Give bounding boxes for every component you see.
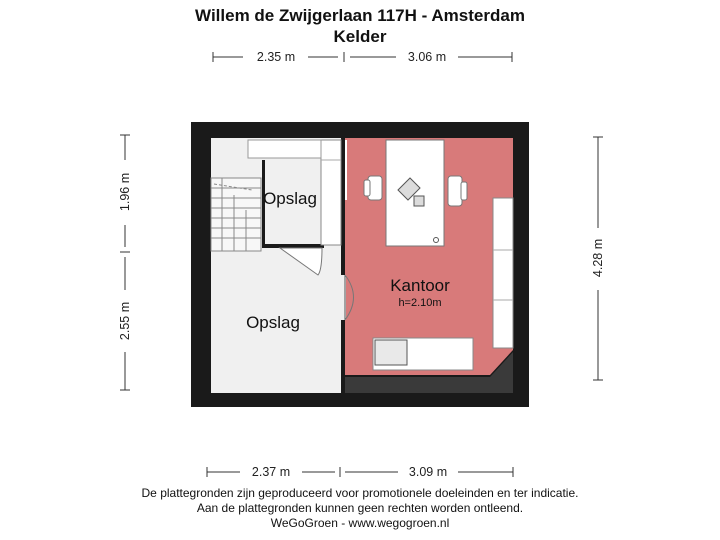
dimension-right bbox=[593, 136, 603, 381]
cable-hole-icon bbox=[433, 237, 439, 243]
storage-door-swing bbox=[278, 247, 323, 276]
company-footer: WeGoGroen - www.wegogroen.nl bbox=[270, 516, 450, 530]
dim-bottom-left: 2.37 m bbox=[252, 465, 290, 479]
room-height-label: h=2.10m bbox=[398, 297, 441, 309]
dim-right: 4.28 m bbox=[591, 239, 605, 277]
disclaimer-line-1: De plattegronden zijn geproduceerd voor … bbox=[141, 486, 579, 500]
computer-icon bbox=[397, 177, 425, 207]
office-bottom-wall bbox=[345, 352, 513, 393]
address-title: Willem de Zwijgerlaan 117H - Amsterdam bbox=[195, 6, 525, 25]
room-label-storage-large: Opslag bbox=[246, 313, 300, 332]
small-storage-wall-left bbox=[262, 160, 265, 246]
room-label-office: Kantoor bbox=[390, 276, 450, 295]
storage-shelf-top bbox=[247, 139, 322, 159]
dimension-bottom bbox=[206, 467, 514, 477]
dim-left-lower: 2.55 m bbox=[118, 302, 132, 340]
dim-top-left: 2.35 m bbox=[257, 50, 295, 64]
floor-title: Kelder bbox=[333, 27, 387, 46]
dimension-left bbox=[120, 134, 130, 391]
dimension-top bbox=[212, 52, 513, 62]
office-door-swing bbox=[344, 274, 354, 321]
dim-top-right: 3.06 m bbox=[408, 50, 446, 64]
stairs bbox=[210, 177, 262, 252]
small-storage-shelf bbox=[320, 139, 342, 246]
dim-bottom-right: 3.09 m bbox=[409, 465, 447, 479]
office-cabinet bbox=[492, 197, 514, 349]
office-chair-right-icon bbox=[447, 175, 468, 207]
window-left bbox=[345, 140, 347, 200]
disclaimer-line-2: Aan de plattegronden kunnen geen rechten… bbox=[196, 501, 524, 515]
dim-left-upper: 1.96 m bbox=[118, 173, 132, 211]
printer-icon bbox=[374, 339, 408, 366]
office-chair-left-icon bbox=[363, 175, 383, 201]
office-door-opening bbox=[340, 275, 346, 320]
small-storage-wall-bottom bbox=[262, 244, 324, 248]
room-label-storage-small: Opslag bbox=[263, 189, 317, 208]
partition-wall bbox=[341, 138, 345, 393]
